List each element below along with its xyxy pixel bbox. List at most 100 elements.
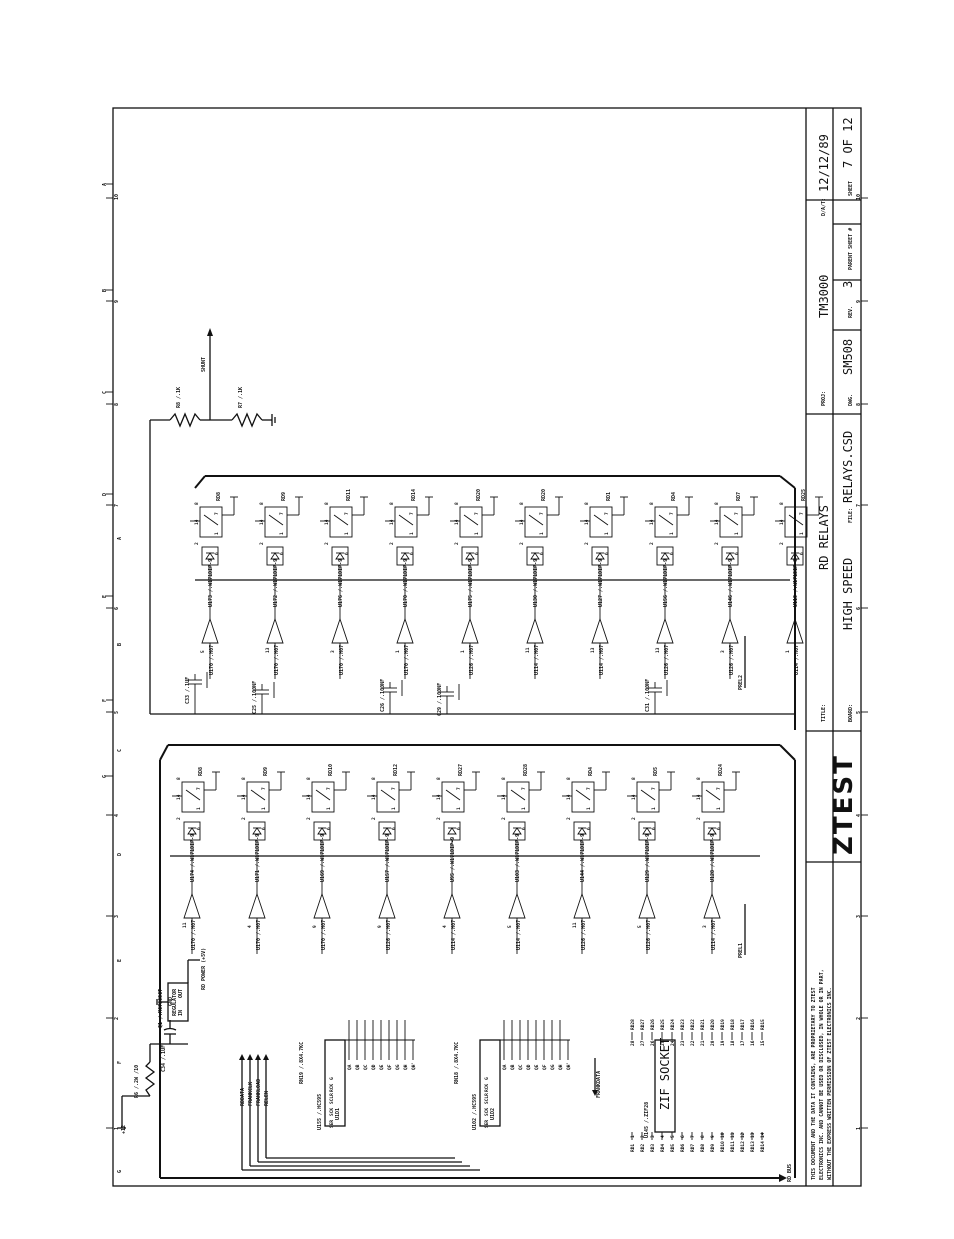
buffer-icon bbox=[201, 617, 219, 644]
relay-pin-number: 6 bbox=[456, 827, 462, 830]
relay-body bbox=[701, 781, 725, 813]
driver-pin: 1 bbox=[395, 650, 401, 653]
c34-label: C34 /.1UF bbox=[161, 1045, 167, 1072]
relay-ref: U156 /.W171DIP-9 bbox=[663, 559, 669, 607]
shift-register-body bbox=[479, 1039, 501, 1127]
relay-pin-number: 8 bbox=[241, 777, 247, 780]
relay-ref: U171 /.W171DIP-9 bbox=[255, 834, 261, 882]
notice-line-2: ELECTRONICS INC. AND CANNOT BE USED OR D… bbox=[819, 969, 825, 1180]
title-text: RD RELAYS bbox=[817, 505, 831, 570]
zif-pin-right: 23 bbox=[680, 1040, 686, 1046]
relay-body bbox=[264, 506, 288, 538]
relay-pin-number: 7 bbox=[474, 512, 480, 515]
relay-pin-number: 1 bbox=[539, 532, 545, 535]
relay-pin-number: 6 bbox=[586, 827, 592, 830]
driver-ref: U170 /.H07 bbox=[339, 645, 345, 675]
notice-line-1: THIS DOCUMENT AND THE DATA IT CONTAINS, … bbox=[811, 987, 817, 1180]
shift-register-ref: U102 /.HC595 bbox=[472, 1094, 478, 1130]
relay-pin-number: 7 bbox=[651, 787, 657, 790]
resistor-network-ref: RN19 /.8X4.7KC bbox=[299, 1042, 305, 1084]
zif-net-left: RD3 bbox=[650, 1144, 656, 1152]
sheet-border bbox=[112, 107, 862, 1187]
diode-icon bbox=[252, 827, 262, 835]
diode-icon bbox=[725, 552, 735, 560]
buffer-icon bbox=[378, 892, 396, 919]
relay-pin-number: 1 bbox=[456, 807, 462, 810]
relay-pin-number: 2 bbox=[566, 817, 572, 820]
border-letter: C bbox=[102, 391, 108, 394]
border-number: 10 bbox=[114, 194, 120, 200]
driver-ref: U126 /.H07 bbox=[469, 645, 475, 675]
relay-pin-number: 8 bbox=[371, 777, 377, 780]
driver-ref: U170 /.H07 bbox=[274, 645, 280, 675]
zif-net-right: RD21 bbox=[700, 1019, 706, 1030]
border-letter: D bbox=[102, 493, 108, 496]
diode-icon bbox=[270, 552, 280, 560]
buffer-icon bbox=[573, 892, 591, 919]
border-number: 6 bbox=[856, 607, 862, 610]
relay-pin-number: 1 bbox=[799, 532, 805, 535]
shift-register-pin-label: QF bbox=[387, 1064, 393, 1070]
zif-net-left: RD10 bbox=[720, 1141, 726, 1152]
relay-ref: U157 /.W171DIP-9 bbox=[385, 834, 391, 882]
relay-net: RD27 bbox=[458, 764, 464, 776]
signal-frankload: FRANKLOAD bbox=[256, 1079, 262, 1106]
shift-register-input-label: SCK bbox=[329, 1108, 335, 1116]
plus12-label: +12 bbox=[121, 1125, 127, 1134]
zif-ref: U145 /.ZIF28 bbox=[644, 1102, 650, 1138]
regulator-out: OUT bbox=[178, 989, 184, 998]
ztest-logo: ZTEST bbox=[829, 754, 859, 855]
relay-body bbox=[441, 781, 465, 813]
driver-pin: 3 bbox=[720, 650, 726, 653]
zif-net-left: RD6 bbox=[680, 1144, 686, 1152]
resistor-network-ref: RN18 /.8X4.7KC bbox=[454, 1042, 460, 1084]
notice-line-3: WITHOUT THE EXPRESS WRITTEN PERMISSION O… bbox=[827, 987, 833, 1180]
zif-net-right: RD15 bbox=[760, 1019, 766, 1030]
border-letter: B bbox=[117, 643, 123, 646]
relay-net: RD5 bbox=[653, 767, 659, 776]
diode-icon bbox=[660, 552, 670, 560]
relay-pin-number: 1 bbox=[734, 532, 740, 535]
relay-pin-number: 14 bbox=[714, 519, 720, 525]
relay-pin-number: 14 bbox=[259, 519, 265, 525]
relay-net: RD1 bbox=[606, 492, 612, 501]
prel1-label: PREL1 bbox=[738, 943, 744, 958]
relay-pin-number: 6 bbox=[391, 827, 397, 830]
relay-pin-number: 14 bbox=[389, 519, 395, 525]
driver-pin: 5 bbox=[637, 925, 643, 928]
buffer-icon bbox=[183, 892, 201, 919]
zif-net-right: RD22 bbox=[690, 1019, 696, 1030]
relay-pin-number: 7 bbox=[669, 512, 675, 515]
diode-icon bbox=[447, 827, 457, 835]
relay-pin-number: 6 bbox=[651, 827, 657, 830]
file-label: FILE: bbox=[848, 508, 854, 523]
border-number: 2 bbox=[114, 1017, 120, 1020]
relay-net: RD9 bbox=[263, 767, 269, 776]
rd-bus-label: RD BUS bbox=[787, 1164, 793, 1182]
relay-pin-number: 8 bbox=[714, 502, 720, 505]
border-number: 9 bbox=[114, 300, 120, 303]
shift-register-pin-label: QH bbox=[558, 1064, 564, 1070]
relay-contact bbox=[510, 789, 526, 801]
dwg-label: DWG. bbox=[848, 394, 854, 406]
relay-pin-number: 14 bbox=[779, 519, 785, 525]
shunt-section: SHUNT R8 /.1K R7 /.1K bbox=[169, 328, 276, 428]
relay-contact bbox=[593, 514, 609, 526]
buffer-icon bbox=[638, 892, 656, 919]
r8-label: R8 /.1K bbox=[176, 387, 182, 408]
zif-pin-left: 8 bbox=[700, 1135, 706, 1138]
driver-ref: U126 /.H07 bbox=[729, 645, 735, 675]
shift-register-unit: U1D2 bbox=[490, 1108, 496, 1120]
zif-net-right: RD20 bbox=[710, 1019, 716, 1030]
capacitor-ref: C33 /.1UF bbox=[185, 677, 191, 704]
border-letter: F bbox=[102, 699, 108, 702]
relay-pin-number: 14 bbox=[649, 519, 655, 525]
